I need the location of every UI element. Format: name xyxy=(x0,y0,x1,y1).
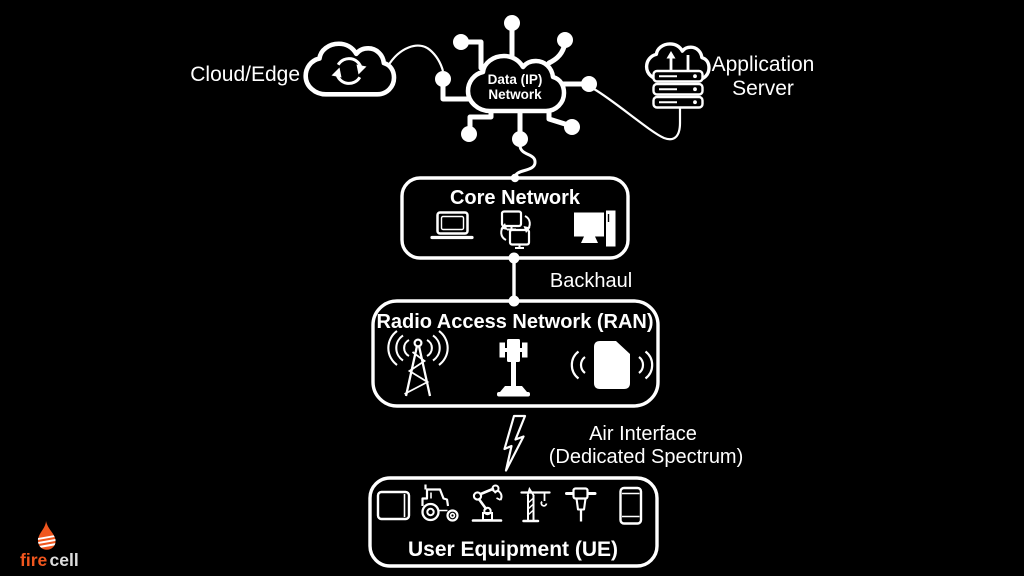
user-equipment-box xyxy=(368,476,659,568)
firecell-logo: fire cell xyxy=(20,521,79,570)
ran-title: Radio Access Network (RAN) xyxy=(376,311,653,333)
air-interface-label-1: Air Interface xyxy=(589,423,697,445)
user-equipment-group: User Equipment (UE) xyxy=(368,476,659,568)
access-point-icon xyxy=(570,341,654,389)
laptop-icon xyxy=(430,211,474,240)
network-nodes xyxy=(435,15,597,147)
robot-arm-icon xyxy=(471,484,503,522)
tablet-icon xyxy=(376,490,411,521)
sync-monitors-icon xyxy=(500,210,531,249)
logo-cell-text: cell xyxy=(50,550,79,570)
application-server-label-2: Server xyxy=(732,77,794,100)
ran-group: Radio Access Network (RAN) xyxy=(371,299,660,408)
data-network-label-1: Data (IP) xyxy=(488,72,543,87)
air-interface-group: Air Interface (Dedicated Spectrum) xyxy=(503,414,744,472)
data-network-label-2: Network xyxy=(488,87,542,102)
flame-stripes xyxy=(34,534,57,549)
desktop-computer-icon xyxy=(574,210,616,247)
radio-tower-icon xyxy=(387,330,449,397)
cloud-edge-group: Cloud/Edge xyxy=(190,41,445,97)
cloud-edge-label: Cloud/Edge xyxy=(190,63,300,86)
cloud-edge-link-line xyxy=(387,44,445,72)
network-cloud-icon xyxy=(465,53,567,114)
crane-icon xyxy=(520,486,551,523)
sync-cloud-icon xyxy=(303,41,397,97)
core-network-group: Core Network Backhaul xyxy=(400,176,632,307)
small-cell-antenna-icon xyxy=(497,339,530,397)
cloud-server-stack-icon xyxy=(644,42,711,109)
jackhammer-icon xyxy=(565,487,597,522)
application-server-group: Application Server xyxy=(644,42,815,109)
core-link-curve xyxy=(513,145,537,178)
core-network-title: Core Network xyxy=(450,187,581,209)
lightning-bolt-icon xyxy=(503,414,527,472)
user-equipment-title: User Equipment (UE) xyxy=(408,538,618,561)
air-interface-label-2: (Dedicated Spectrum) xyxy=(549,446,744,468)
backhaul-label: Backhaul xyxy=(550,270,632,292)
tractor-icon xyxy=(421,484,459,522)
data-network-group: Data (IP) Network xyxy=(435,15,682,183)
ran-box xyxy=(371,299,660,408)
app-server-link-line xyxy=(593,88,682,141)
smartphone-icon xyxy=(619,486,643,525)
logo-fire-text: fire xyxy=(20,550,48,570)
application-server-label-1: Application xyxy=(712,53,815,76)
